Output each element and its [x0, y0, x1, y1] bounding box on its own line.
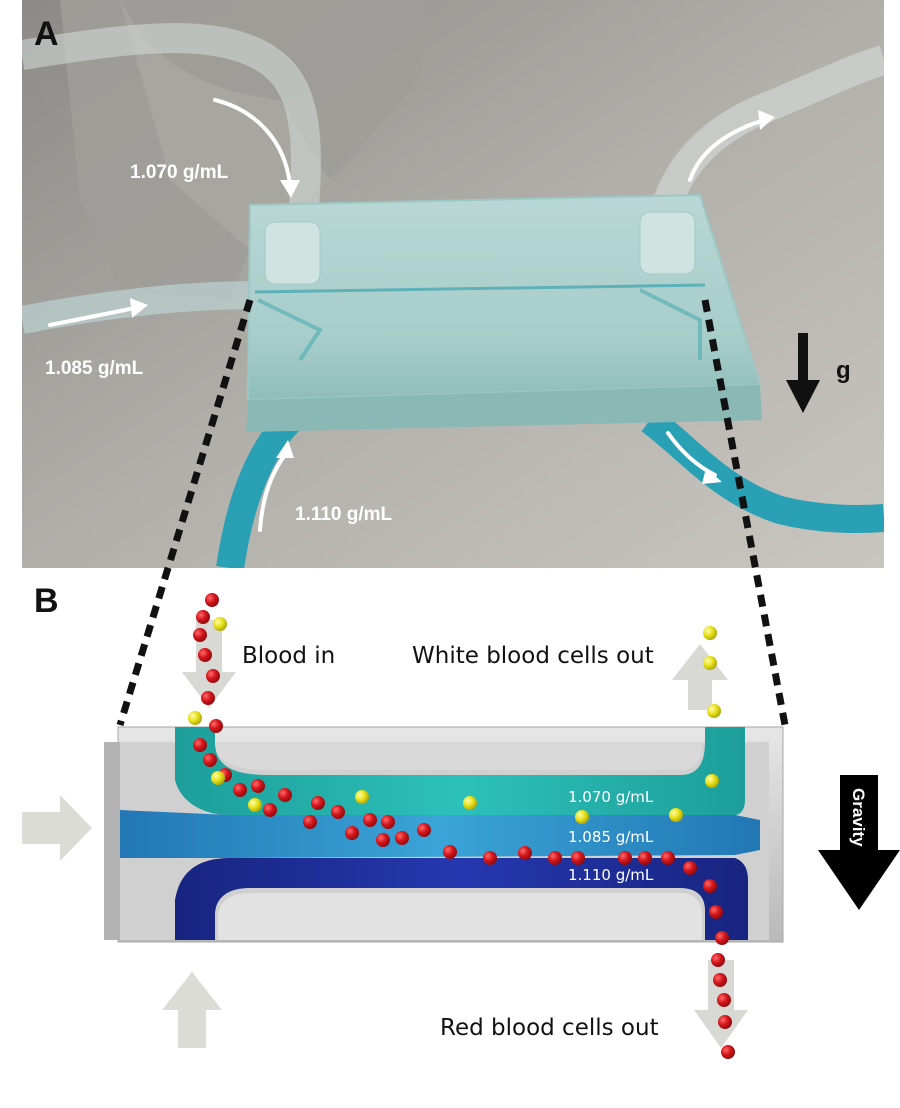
panel-a-photo: [22, 0, 884, 568]
tube-bottom-inlet: [216, 410, 301, 568]
layer-bottom: [175, 858, 748, 940]
gravity-label-b: Gravity: [849, 788, 868, 847]
label-blood-in: Blood in: [242, 643, 335, 669]
label-middle-inlet: 1.085 g/mL: [45, 358, 144, 379]
white-blood-cells: [188, 617, 721, 824]
side-inlet-arrow: [22, 795, 92, 861]
label-wbc-out: White blood cells out: [412, 643, 654, 669]
flow-arrowheads: [130, 110, 775, 484]
wbc-out-arrow: [672, 644, 728, 710]
layer-top: [175, 727, 745, 815]
layer-label-top: 1.070 g/mL: [568, 788, 654, 806]
label-rbc-out: Red blood cells out: [440, 1015, 659, 1041]
tube-bottom-outlet: [641, 408, 884, 534]
gravity-label-a: g: [836, 357, 851, 384]
tube-top-left: [22, 23, 321, 252]
panel-a-letter: A: [34, 15, 59, 53]
label-bottom-inlet: 1.110 g/mL: [295, 504, 393, 525]
gravity-arrow-a: [786, 333, 820, 413]
label-top-inlet: 1.070 g/mL: [130, 162, 229, 183]
layer-middle: [120, 810, 760, 858]
separation-chip-diagram: [104, 726, 784, 943]
layer-label-bottom: 1.110 g/mL: [568, 866, 654, 884]
gravity-arrow-b: Gravity: [818, 775, 900, 910]
flow-arrows: [48, 98, 767, 532]
bottom-inlet-arrow: [162, 972, 222, 1048]
red-blood-cells: [193, 593, 735, 1059]
tube-middle-left: [22, 281, 261, 334]
panel-b-letter: B: [34, 582, 59, 620]
layer-label-middle: 1.085 g/mL: [568, 828, 654, 846]
zoom-lines: [116, 298, 789, 727]
blood-in-arrow: [182, 620, 236, 708]
